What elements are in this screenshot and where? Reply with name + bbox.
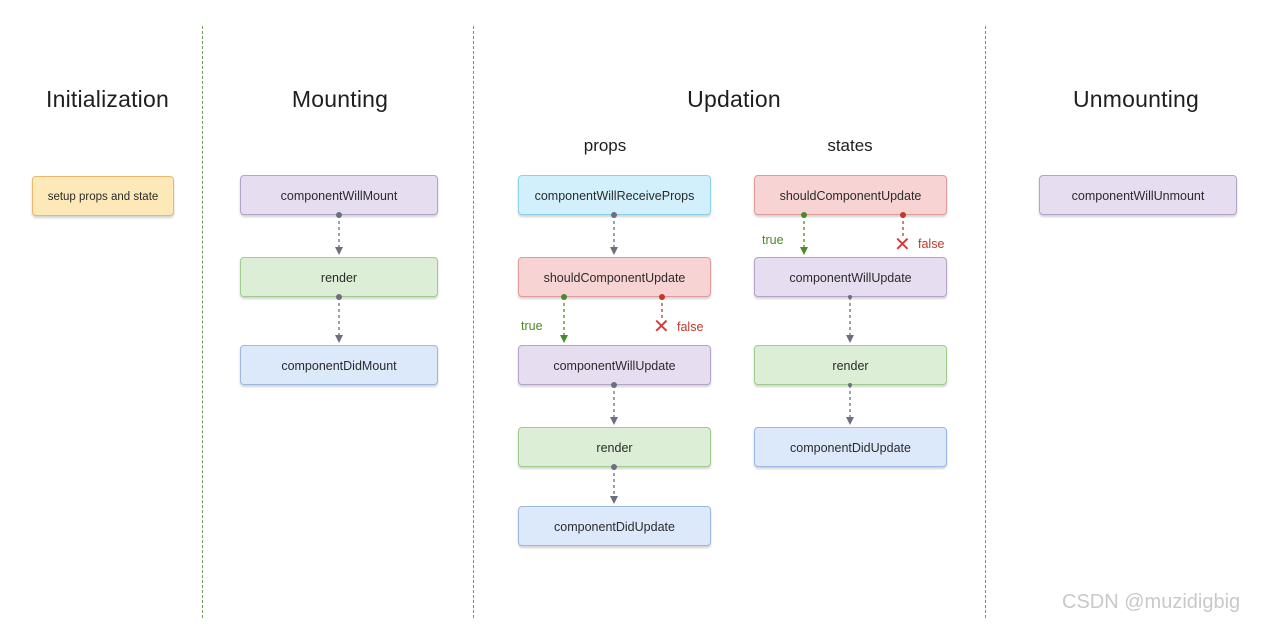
node-states-should-component-update: shouldComponentUpdate	[754, 175, 947, 215]
node-mount-render: render	[240, 257, 438, 297]
edge-states-true	[800, 212, 808, 255]
props-false-x-icon: ✕	[653, 316, 670, 338]
node-props-should-component-update: shouldComponentUpdate	[518, 257, 711, 297]
subtitle-props: props	[583, 136, 627, 155]
node-states-component-will-update: componentWillUpdate	[754, 257, 947, 297]
node-mount-component-did-mount: componentDidMount	[240, 345, 438, 385]
phase-title-mounting: Mounting	[291, 86, 389, 112]
label-states-false: false	[918, 237, 945, 251]
divider-updation-unmounting	[985, 26, 986, 618]
edge-states-render-to-did-update	[846, 383, 854, 425]
edge-props-true	[560, 294, 568, 343]
edge-will-mount-to-render	[335, 212, 343, 255]
watermark: CSDN @muzidigbig	[1062, 591, 1241, 613]
node-states-render: render	[754, 345, 947, 385]
divider-mounting-updation	[473, 26, 474, 618]
node-mount-component-will-mount: componentWillMount	[240, 175, 438, 215]
node-props-component-will-update: componentWillUpdate	[518, 345, 711, 385]
node-props-component-did-update: componentDidUpdate	[518, 506, 711, 546]
label-states-true: true	[762, 233, 784, 247]
edge-props-render-to-did-update	[610, 464, 618, 504]
node-states-component-did-update: componentDidUpdate	[754, 427, 947, 467]
edge-will-receive-to-should-update	[610, 212, 618, 255]
edge-render-to-did-mount	[335, 294, 343, 343]
node-props-render: render	[518, 427, 711, 467]
node-unmount-component-will-unmount: componentWillUnmount	[1039, 175, 1237, 215]
subtitle-states: states	[827, 136, 873, 155]
node-setup-props-and-state: setup props and state	[32, 176, 174, 216]
edge-states-will-update-to-render	[846, 295, 854, 343]
edge-props-will-update-to-render	[610, 382, 618, 425]
phase-title-unmounting: Unmounting	[1072, 86, 1200, 112]
states-false-x-icon: ✕	[894, 234, 911, 256]
phase-title-updation: Updation	[687, 86, 781, 112]
label-props-false: false	[677, 320, 704, 334]
node-props-component-will-receive-props: componentWillReceiveProps	[518, 175, 711, 215]
label-props-true: true	[521, 319, 543, 333]
divider-initialization-mounting	[202, 26, 203, 618]
phase-title-initialization: Initialization	[46, 86, 169, 112]
